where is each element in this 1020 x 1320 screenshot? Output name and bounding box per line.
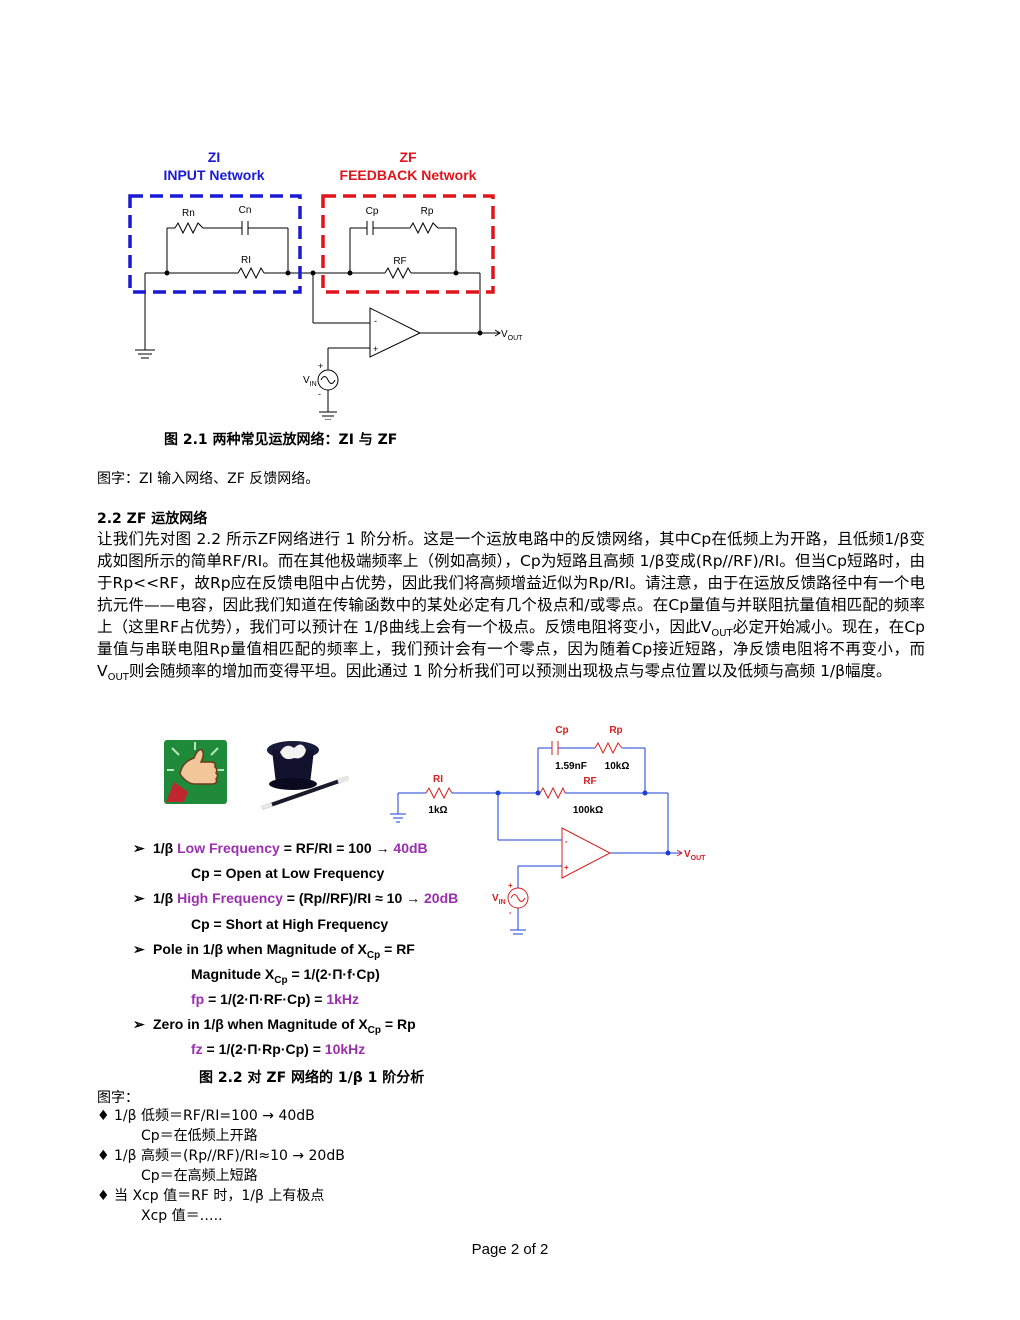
- cn-label: Cn: [239, 205, 252, 216]
- arrow-bullet-icon: ➢: [133, 941, 145, 957]
- rp-label: Rp: [421, 206, 434, 217]
- rf-label: RF: [393, 256, 406, 267]
- cp-value: 1.59nF: [555, 761, 587, 772]
- diamond-bullet-icon: ♦: [97, 1188, 110, 1204]
- rf-value: 100kΩ: [573, 805, 603, 816]
- figure-2-1-schematic: Rn Cn RI Cp Rp RF - + + - VOUT VIN: [128, 194, 523, 420]
- thumbs-up-icon: [164, 740, 227, 804]
- list-item: ♦ 1/β 高频＝(Rp//RF)/RI≈10 → 20dB Cp＝在高频上短路: [97, 1148, 345, 1184]
- vin-minus-label: -: [509, 908, 512, 917]
- list-item: ♦ 1/β 低频＝RF/RI=100 → 40dB Cp＝在低频上开路: [97, 1108, 315, 1144]
- zi-subtitle: INPUT Network: [163, 167, 265, 183]
- bullet-high-frequency: ➢1/β High Frequency = (Rp//RF)/RI ≈ 10 →…: [133, 890, 459, 906]
- arrow-bullet-icon: ➢: [133, 840, 145, 856]
- zi-network-title: ZI INPUT Network: [150, 148, 278, 184]
- vin-minus-label: -: [318, 389, 321, 399]
- ri-label: RI: [433, 774, 443, 785]
- bullet-pole-frequency: fp = 1/(2·Π·RF·Cp) = 1kHz: [191, 991, 360, 1007]
- cp-label: Cp: [366, 206, 379, 217]
- right-arrow-icon: →: [375, 840, 390, 856]
- bullet-pole: ➢Pole in 1/β when Magnitude of XCp = RF: [133, 941, 415, 961]
- paragraph-part-1: 让我们先对图 2.2 所示ZF网络进行 1 阶分析。这是一个运放电路中的反馈网络…: [97, 530, 925, 636]
- paragraph-part-2: 必定开始减小。现在，在Cp量值与串联电阻Rp量值相匹配的频率上，我们预计会有一个…: [97, 618, 925, 680]
- bullet-pole-magnitude: Magnitude XCp = 1/(2·Π·f·Cp): [191, 966, 380, 986]
- bullet-low-frequency-detail: Cp = Open at Low Frequency: [191, 865, 385, 881]
- arrow-bullet-icon: ➢: [133, 890, 145, 906]
- cp-label: Cp: [555, 725, 568, 736]
- vin-plus-label: +: [508, 881, 513, 890]
- figure-2-1-caption: 图 2.1 两种常见运放网络：ZI 与 ZF: [164, 432, 398, 448]
- noninv-input-label: +: [373, 344, 378, 354]
- section-heading: 2.2 ZF 运放网络: [97, 511, 208, 527]
- figure-2-2-schematic: Cp Rp 1.59nF 10kΩ RI 1kΩ RF 100kΩ - + + …: [390, 725, 706, 935]
- zi-title: ZI: [207, 149, 221, 165]
- vout-subscript-1: OUT: [711, 628, 733, 640]
- bullet-zero: ➢Zero in 1/β when Magnitude of XCp = Rp: [133, 1016, 416, 1036]
- diamond-bullet-icon: ♦: [97, 1148, 110, 1164]
- notes-list: ♦ 1/β 低频＝RF/RI=100 → 40dB Cp＝在低频上开路 ♦ 1/…: [97, 1106, 345, 1226]
- vout-label: VOUT: [684, 849, 706, 862]
- vin-label: VIN: [492, 893, 506, 906]
- inv-input-label: -: [565, 837, 568, 846]
- figure-2-2-caption: 图 2.2 对 ZF 网络的 1/β 1 阶分析: [199, 1070, 425, 1086]
- page-number: Page 2 of 2: [471, 1241, 549, 1258]
- bullet-zero-frequency: fz = 1/(2·Π·Rp·Cp) = 10kHz: [191, 1041, 366, 1057]
- right-arrow-icon: →: [406, 890, 421, 906]
- zf-network-title: ZF FEEDBACK Network: [326, 148, 490, 184]
- bullet-low-frequency: ➢1/β Low Frequency = RF/RI = 100 → 40dB: [133, 840, 428, 856]
- zf-subtitle: FEEDBACK Network: [339, 167, 477, 183]
- section-paragraph: 让我们先对图 2.2 所示ZF网络进行 1 阶分析。这是一个运放电路中的反馈网络…: [97, 528, 925, 684]
- bullet-high-frequency-detail: Cp = Short at High Frequency: [191, 916, 389, 932]
- vout-subscript-2: OUT: [107, 672, 129, 684]
- noninv-input-label: +: [564, 863, 569, 872]
- inv-input-label: -: [374, 316, 377, 326]
- rn-label: Rn: [182, 208, 195, 219]
- diamond-bullet-icon: ♦: [97, 1108, 110, 1124]
- rf-label: RF: [583, 776, 596, 787]
- vin-plus-label: +: [318, 361, 323, 371]
- ri-value: 1kΩ: [428, 805, 447, 816]
- magic-hat-icon: [261, 741, 349, 810]
- ri-label: RI: [241, 255, 251, 266]
- figure-2-1-note: 图字：ZI 输入网络、ZF 反馈网络。: [97, 471, 320, 487]
- vout-label: VOUT: [501, 329, 523, 342]
- arrow-bullet-icon: ➢: [133, 1016, 145, 1032]
- rp-label: Rp: [609, 725, 622, 736]
- vin-label: VIN: [303, 375, 317, 388]
- zf-title: ZF: [399, 149, 417, 165]
- list-item: ♦ 当 Xcp 值＝RF 时，1/β 上有极点 Xcp 值＝…..: [97, 1188, 325, 1224]
- rp-value: 10kΩ: [605, 761, 630, 772]
- paragraph-part-3: 则会随频率的增加而变得平坦。因此通过 1 阶分析我们可以预测出现极点与零点位置以…: [128, 662, 892, 680]
- notes-title: 图字：: [97, 1090, 139, 1106]
